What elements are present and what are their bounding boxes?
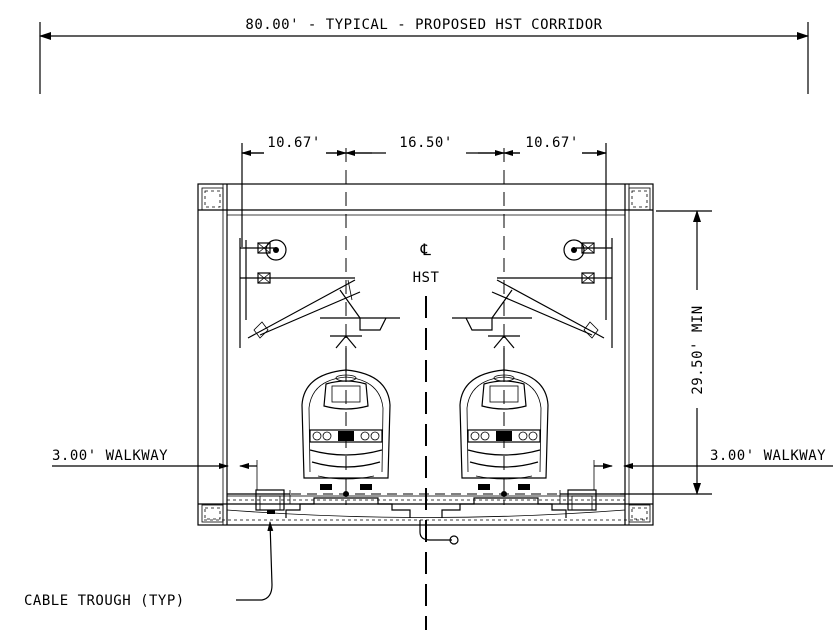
right-walkway-dimension: 3.00' WALKWAY [593, 448, 833, 490]
track-centers-label: 16.50' [399, 135, 453, 151]
hst-centerline: ℄ HST [413, 240, 440, 630]
centerline-symbol: ℄ [420, 240, 432, 259]
left-walkway-dimension: 3.00' WALKWAY [52, 448, 258, 490]
corridor-dimension: 80.00' - TYPICAL - PROPOSED HST CORRIDOR [39, 17, 809, 94]
left-catenary-support [239, 238, 400, 372]
corridor-width-label: 80.00' - TYPICAL - PROPOSED HST CORRIDOR [245, 17, 602, 33]
left-walkway-label: 3.00' WALKWAY [52, 448, 168, 464]
cable-trough-callout: CABLE TROUGH (TYP) [24, 521, 274, 609]
left-clearance-label: 10.67' [267, 135, 321, 151]
right-walkway-label: 3.00' WALKWAY [710, 448, 826, 464]
right-catenary-support [452, 238, 613, 372]
floor-elements [226, 489, 626, 545]
height-clearance-label: 29.50' MIN [690, 305, 706, 394]
cable-trough-label: CABLE TROUGH (TYP) [24, 593, 185, 609]
left-train [301, 369, 391, 497]
vertical-clearance-dimension: 29.50' MIN [620, 210, 712, 495]
right-clearance-label: 10.67' [525, 135, 579, 151]
centerline-label: HST [413, 270, 440, 286]
track-spacing-dimensions: 10.67' 16.50' 10.67' [241, 135, 607, 247]
right-train [459, 369, 549, 497]
